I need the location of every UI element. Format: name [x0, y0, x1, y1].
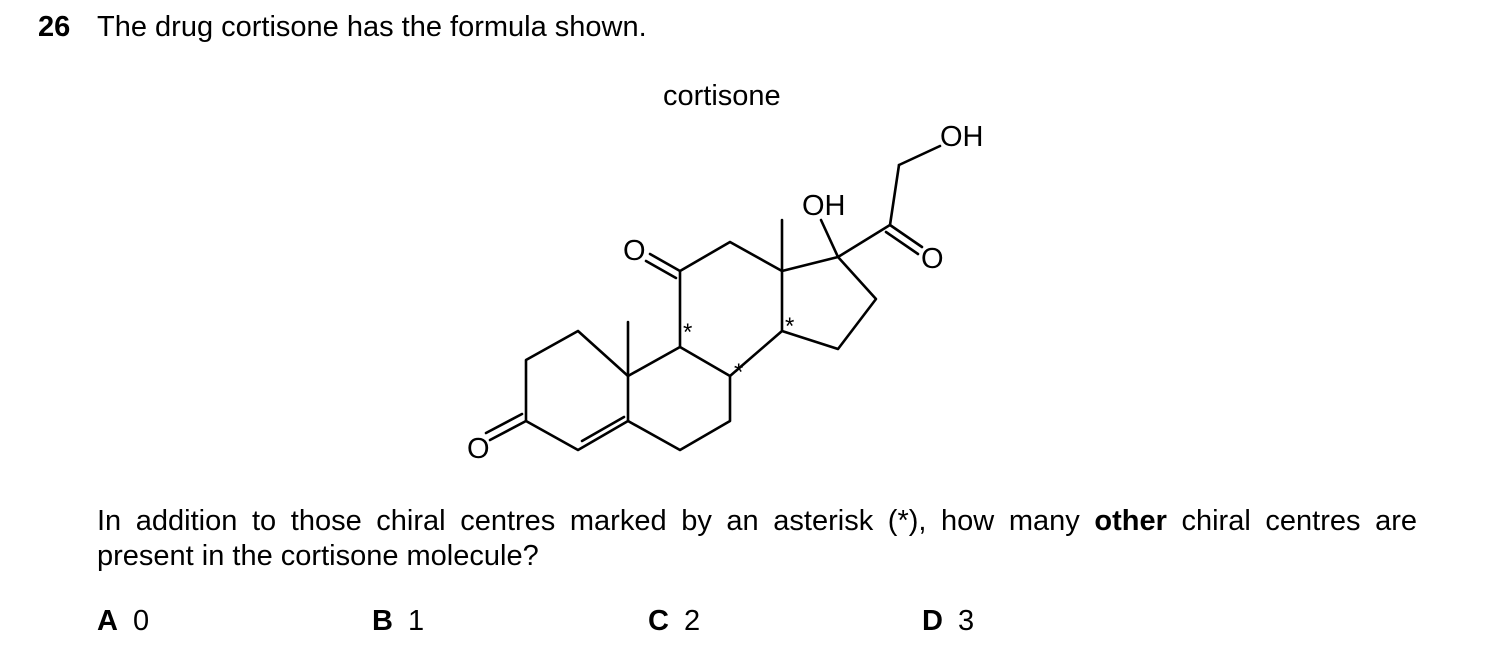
option-letter: C [648, 605, 669, 637]
option-value: 3 [958, 605, 975, 637]
chiral-marker-c9: * [683, 319, 692, 346]
c11-carbonyl-bond-2 [644, 259, 678, 280]
o-ketone-11-label: O [623, 235, 646, 267]
ring-d [780, 255, 878, 351]
cortisone-structure: OH OH O O O * * * [467, 121, 984, 465]
oh-ring-label: OH [802, 190, 846, 222]
ring-a [524, 329, 630, 452]
c11-carbonyl-bond-1 [648, 252, 682, 273]
oh-side-chain-label: OH [940, 121, 984, 153]
option-value: 1 [408, 605, 425, 637]
option-letter: A [97, 605, 118, 637]
chiral-marker-c14: * [785, 313, 794, 340]
ring-b [626, 345, 732, 452]
c21-oh-bond [897, 144, 942, 167]
question-stem: In addition to those chiral centres mark… [97, 504, 1417, 574]
chiral-marker-c8: * [734, 359, 743, 386]
c20-carbonyl-bond-1 [888, 223, 924, 249]
c3-carbonyl-bond-2 [484, 412, 524, 435]
question-stem-emphasis: other [1094, 505, 1167, 537]
atom-labels: OH OH O O O * * * [467, 121, 984, 465]
molecule-caption: cortisone [663, 80, 781, 112]
c17-oh-bond [819, 218, 840, 259]
o-ketone-3-label: O [467, 433, 490, 465]
c3-carbonyl-bond-1 [488, 419, 528, 442]
question-intro: The drug cortisone has the formula shown… [97, 11, 647, 43]
c17-c20-bond [836, 223, 892, 259]
option-value: 0 [133, 605, 150, 637]
question-stem-part2: chiral centres are present in the cortis… [97, 505, 1417, 572]
question-number: 26 [38, 11, 71, 43]
skeletal-bonds [484, 144, 942, 452]
question-stem-part1: In addition to those chiral centres mark… [97, 505, 1095, 537]
ring-c [678, 240, 784, 378]
c20-c21-bond [888, 163, 901, 227]
option-value: 2 [684, 605, 701, 637]
option-letter: D [922, 605, 943, 637]
o-ketone-20-label: O [921, 243, 944, 275]
c20-carbonyl-bond-2 [884, 230, 920, 256]
option-letter: B [372, 605, 393, 637]
ring-a-double-bond [580, 415, 626, 443]
